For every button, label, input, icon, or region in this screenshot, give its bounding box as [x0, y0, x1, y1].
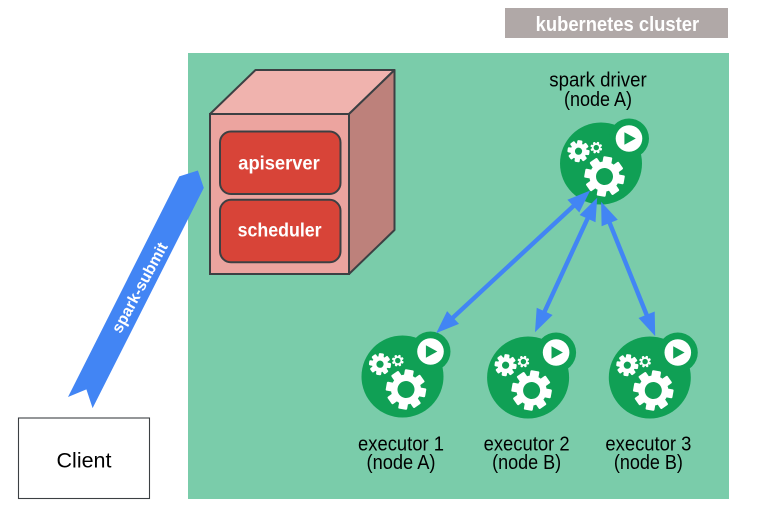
svg-text:executor 2: executor 2 [484, 433, 570, 455]
svg-text:executor 3: executor 3 [605, 433, 691, 455]
svg-text:kubernetes cluster: kubernetes cluster [536, 13, 700, 36]
svg-text:(node A): (node A) [564, 89, 632, 111]
svg-text:(node B): (node B) [492, 452, 561, 474]
svg-text:spark driver: spark driver [549, 69, 647, 91]
svg-text:Client: Client [57, 449, 112, 473]
svg-text:scheduler: scheduler [238, 220, 322, 242]
svg-text:(node B): (node B) [614, 452, 683, 474]
svg-text:apiserver: apiserver [238, 153, 320, 175]
svg-text:(node A): (node A) [367, 452, 436, 474]
svg-text:executor 1: executor 1 [358, 433, 444, 455]
